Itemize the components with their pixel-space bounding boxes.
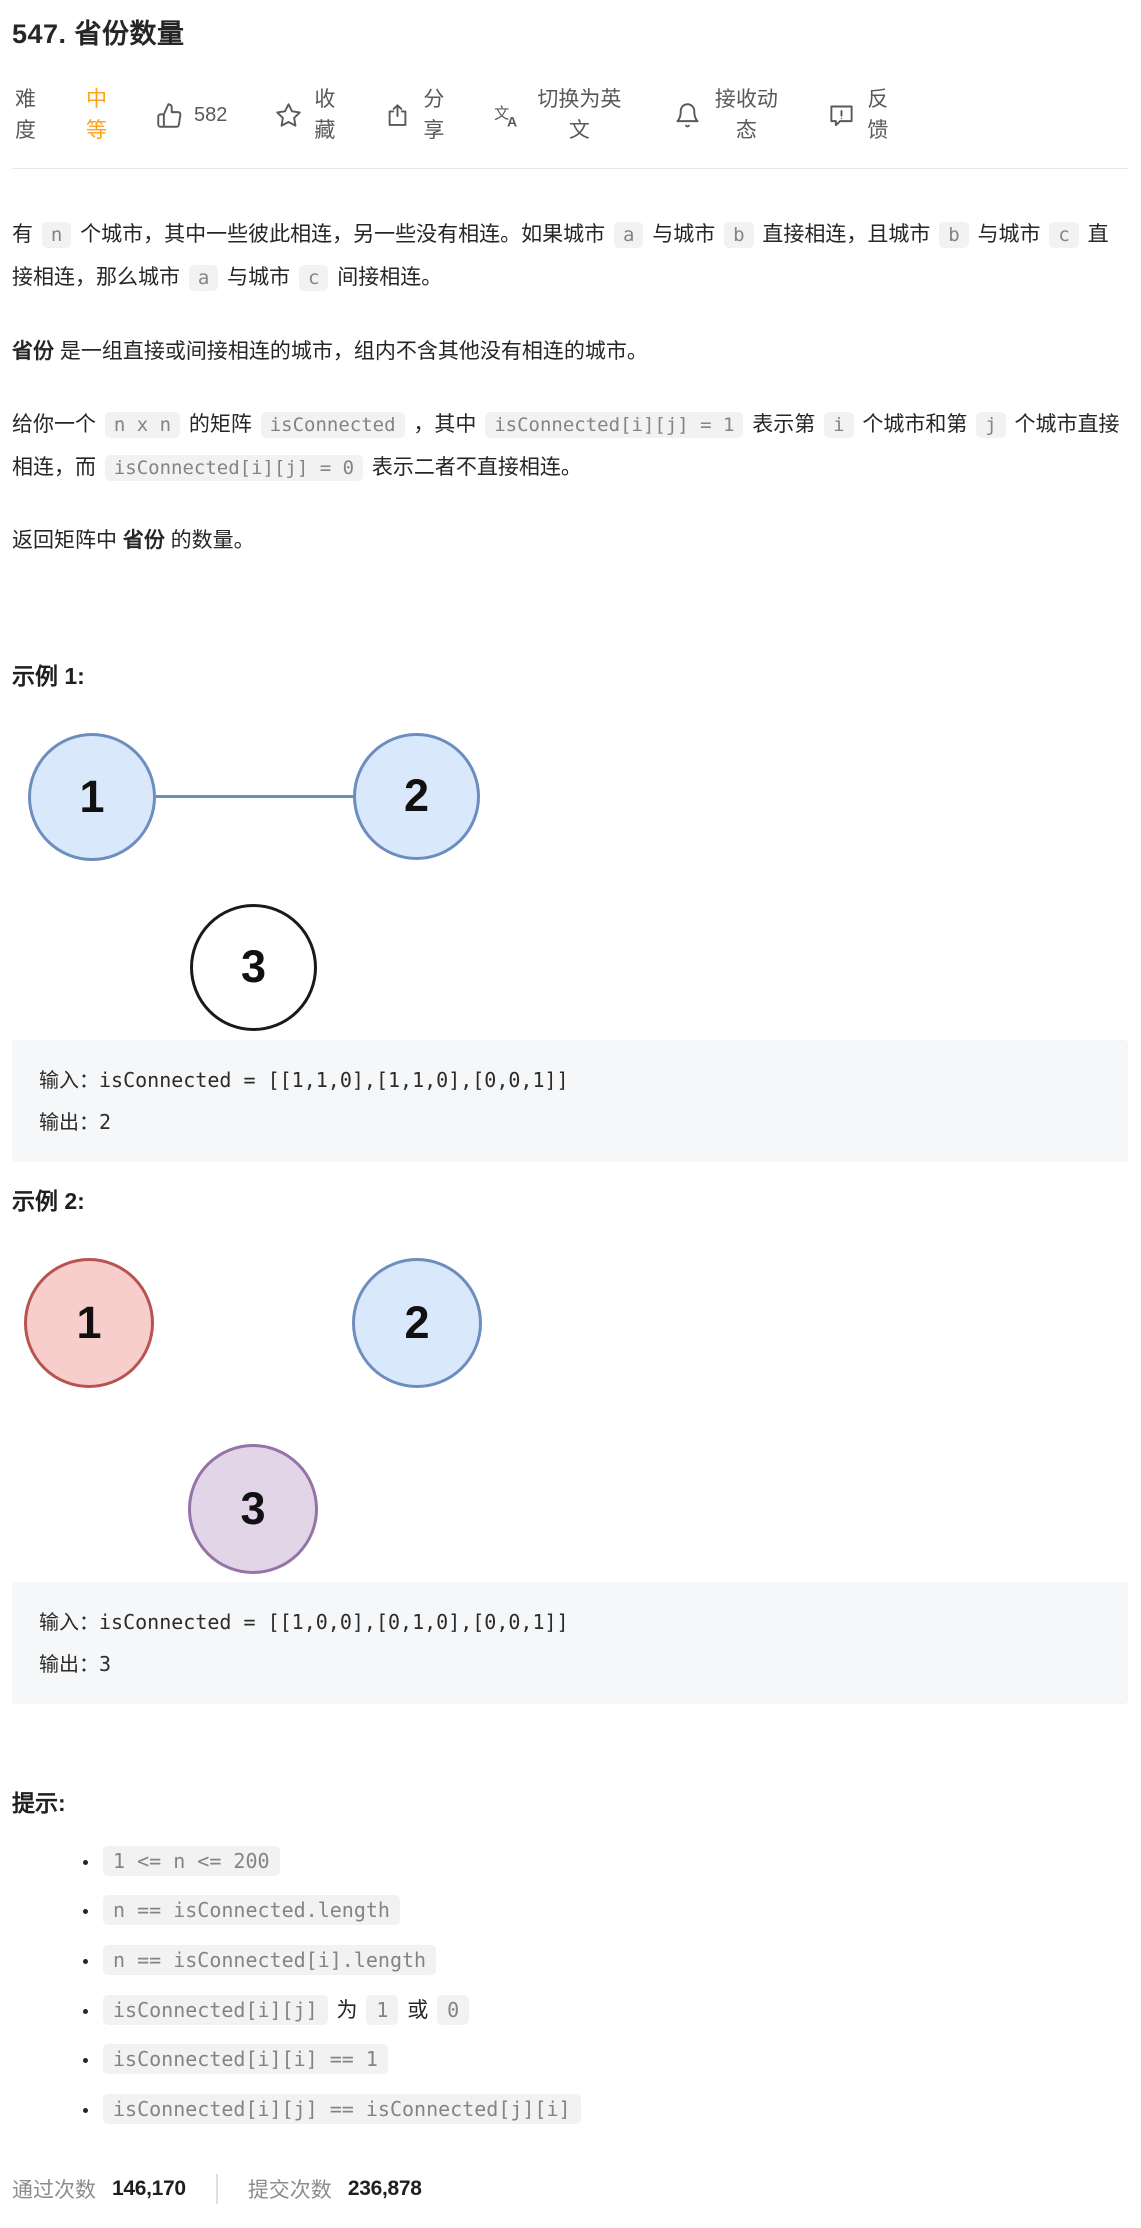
passed-value: 146,170 [112,2176,186,2200]
text-segment: 个城市直接相连，而 [12,412,1120,479]
inline-code: n == isConnected.length [103,1895,400,1926]
hints-heading: 提示: [12,1789,66,1816]
like-button[interactable]: 582 [156,102,227,129]
constraint-item: n == isConnected[i].length [100,1943,1128,1979]
graph-edge [156,794,354,798]
graph-node: 1 [28,732,156,861]
text-segment: 个城市和第 [856,412,974,436]
share-button[interactable]: 分享 [384,85,445,146]
bold-text: 省份 [12,339,54,363]
constraint-item: isConnected[i][i] == 1 [100,2042,1128,2078]
text-segment: 是一组直接或间接相连的城市，组内不含其他没有相连的城市。 [54,339,648,363]
inline-code: a [613,222,644,248]
translate-icon: 文 A [493,102,521,130]
text-segment: 返回矩阵中 [12,529,123,553]
constraint-item: isConnected[i][j] 为 1 或 0 [100,1993,1128,2029]
inline-code: n x n [104,411,181,438]
graph-node: 3 [188,1443,318,1574]
text-segment: 有 [12,223,39,246]
inline-code: isConnected[i][j] = 0 [104,455,364,481]
example2-io-block: 输入：isConnected = [[1,0,0],[0,1,0],[0,0,1… [12,1581,1128,1704]
example2-heading: 示例 2: [12,1187,85,1214]
example2-input: 输入：isConnected = [[1,0,0],[0,1,0],[0,0,1… [39,1609,569,1634]
text-segment: 个城市，其中一些彼此相连，另一些没有相连。如果城市 [74,223,611,246]
bold-text: 省份 [122,529,165,553]
difficulty-label: 难度 [15,88,36,142]
inline-code: isConnected[i][j] == isConnected[j][i] [103,2093,581,2124]
description-paragraph: 返回矩阵中 省份 的数量。 [12,519,1125,562]
inline-code: b [724,222,754,248]
bell-icon [674,102,701,129]
text-segment: 的数量。 [164,529,255,553]
inline-code: 1 <= n <= 200 [103,1845,280,1876]
graph-node: 3 [190,903,317,1031]
toolbar: 难度 中等 582 收藏 分享 文 A 切换为英文 接收动态 [12,77,1128,169]
inline-code: n == isConnected[i].length [103,1944,437,1975]
graph-node: 2 [352,1257,482,1388]
example1-heading: 示例 1: [12,662,85,689]
inline-code: isConnected[i][j] [103,1994,328,2025]
page-title: 547. 省份数量 [12,19,185,49]
constraint-item: n == isConnected.length [100,1893,1128,1929]
svg-text:A: A [507,113,517,129]
inline-code: c [1049,222,1079,248]
passed-label: 通过次数 [12,2178,96,2202]
feedback-icon [828,102,855,129]
text-segment: 表示第 [746,412,822,436]
inline-code: 0 [437,1994,470,2025]
inline-code: c [298,265,329,292]
feedback-button[interactable]: 反馈 [828,85,889,146]
inline-code: isConnected[i][j] = 1 [485,411,744,438]
inline-code: n [41,222,72,248]
inline-code: 1 [366,1994,399,2025]
description-paragraph: 省份 是一组直接或间接相连的城市，组内不含其他没有相连的城市。 [12,330,1125,373]
problem-description: 有 n 个城市，其中一些彼此相连，另一些没有相连。如果城市 a 与城市 b 直接… [12,169,1128,2204]
inline-code: isConnected[i][i] == 1 [103,2044,388,2075]
switch-language-button[interactable]: 文 A 切换为英文 [493,88,622,142]
example1-input: 输入：isConnected = [[1,1,0],[1,1,0],[0,0,1… [39,1067,569,1092]
text-segment: 的矩阵 [183,412,258,436]
favorite-button[interactable]: 收藏 [275,85,336,146]
text-segment: ，其中 [407,412,483,436]
example1-output: 输出：2 [39,1109,112,1134]
difficulty-value: 中等 [86,88,107,142]
graph-node: 2 [353,732,480,860]
description-paragraph: 有 n 个城市，其中一些彼此相连，另一些没有相连。如果城市 a 与城市 b 直接… [12,213,1125,300]
difficulty-badge: 中等 [85,85,108,146]
share-icon [384,102,411,129]
example1-io-block: 输入：isConnected = [[1,1,0],[1,1,0],[0,0,1… [12,1039,1128,1162]
thumbs-up-icon [156,102,183,129]
submitted-value: 236,878 [347,2176,422,2200]
stats-footer: 通过次数 146,170 提交次数 236,878 [12,2173,1128,2204]
subscribe-button[interactable]: 接收动态 [674,85,780,146]
constraints-list: 1 <= n <= 200 n == isConnected.length n ==… [100,1844,1128,2128]
constraint-item: isConnected[i][j] == isConnected[j][i] [100,2092,1128,2128]
text-segment: 表示二者不直接相连。 [366,456,582,479]
star-icon [275,102,302,129]
constraint-item: 1 <= n <= 200 [100,1844,1128,1880]
graph-node: 1 [24,1257,154,1388]
likes-count: 582 [194,104,228,126]
text-segment: 直接相连，且城市 [756,223,937,246]
example2-output: 输出：3 [39,1651,112,1676]
stats-divider [215,2173,218,2204]
text-segment: 与城市 [221,266,296,290]
submitted-label: 提交次数 [247,2178,332,2202]
text-segment: 直接相连，那么城市 [12,223,1109,290]
text-segment: 与城市 [646,223,722,246]
inline-code: i [824,411,854,438]
description-paragraph: 给你一个 n x n 的矩阵 isConnected ，其中 isConnect… [12,403,1125,490]
text-segment: 给你一个 [12,412,102,436]
inline-code: isConnected [260,411,405,438]
text-segment: 间接相连。 [331,266,443,290]
text-segment: 或 [401,1998,435,2022]
text-segment: 与城市 [971,223,1047,246]
svg-text:文: 文 [495,105,510,122]
inline-code: j [976,411,1006,438]
inline-code: a [188,265,219,292]
text-segment: 为 [330,1998,364,2022]
inline-code: b [939,222,969,248]
